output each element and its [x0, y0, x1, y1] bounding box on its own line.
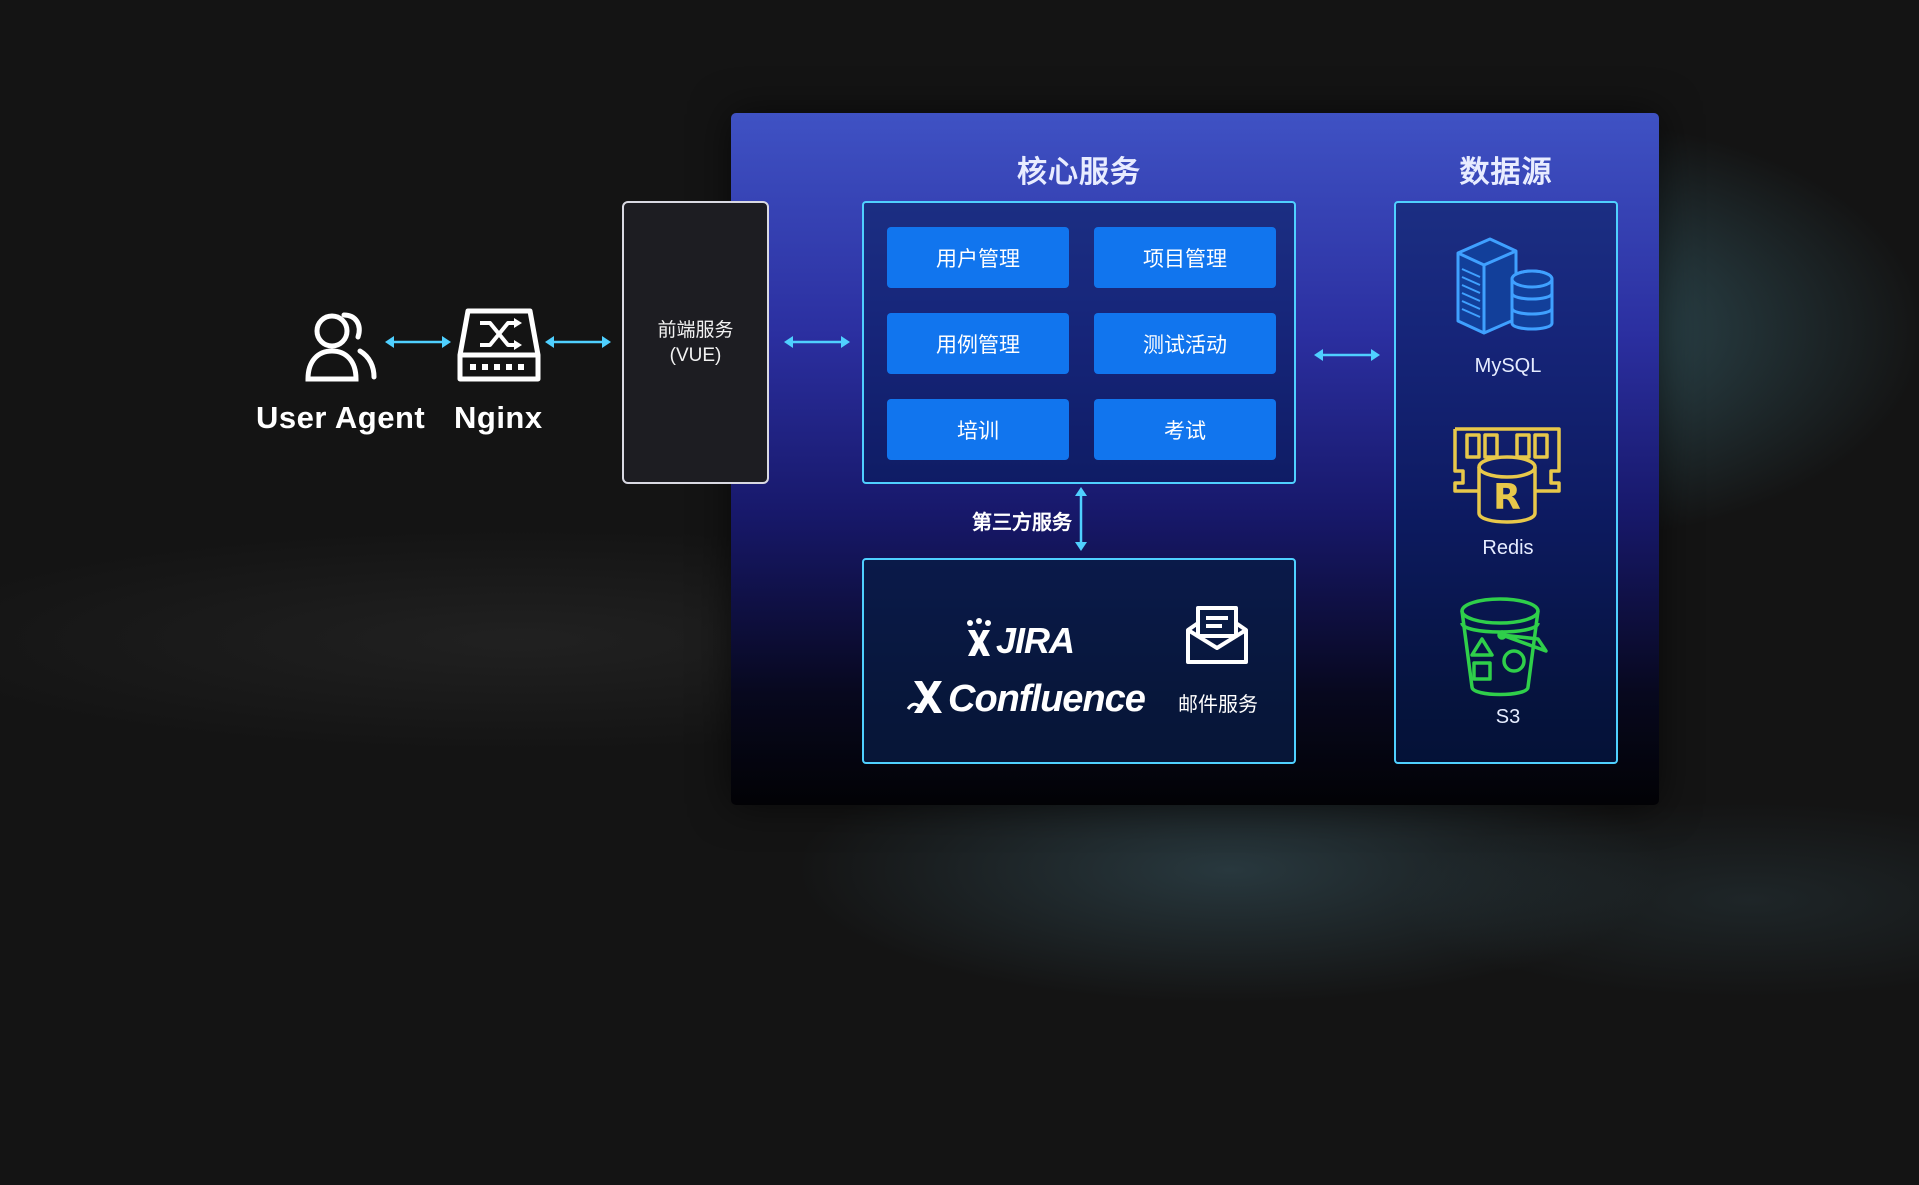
service-project-management: 项目管理 — [1094, 227, 1276, 288]
core-services-frame: 用户管理 项目管理 用例管理 测试活动 培训 考试 — [862, 201, 1296, 484]
user-agent-icon — [300, 305, 380, 390]
jira-logo: JIRA — [964, 618, 1075, 663]
third-party-frame: JIRA Confluence 邮件服务 — [862, 558, 1296, 764]
frontend-service-box: 前端服务 (VUE) — [622, 201, 769, 484]
arrow-nginx-frontend — [545, 334, 611, 350]
jira-icon — [964, 618, 994, 663]
third-party-label: 第三方服务 — [972, 512, 1072, 534]
arrow-frontend-core — [784, 334, 850, 350]
svg-text:R: R — [1493, 477, 1521, 518]
arrow-ua-nginx — [385, 334, 451, 350]
arrow-core-thirdparty — [1073, 487, 1089, 551]
mail-icon — [1184, 606, 1250, 671]
core-services-title: 核心服务 — [1017, 156, 1141, 189]
datasource-title: 数据源 — [1459, 156, 1553, 189]
arrow-core-datasource — [1314, 347, 1380, 363]
confluence-icon — [906, 679, 946, 720]
redis-label: Redis — [1482, 537, 1534, 559]
nginx-label: Nginx — [454, 400, 543, 435]
service-test-activity: 测试活动 — [1094, 313, 1276, 374]
service-exam: 考试 — [1094, 399, 1276, 460]
nginx-node: Nginx — [452, 305, 562, 435]
service-testcase-management: 用例管理 — [887, 313, 1069, 374]
mail-service-label: 邮件服务 — [1178, 694, 1258, 716]
s3-bucket-icon — [1458, 595, 1554, 704]
confluence-label: Confluence — [948, 678, 1146, 720]
confluence-logo: Confluence — [906, 678, 1146, 721]
s3-label: S3 — [1495, 706, 1521, 728]
service-user-management: 用户管理 — [887, 227, 1069, 288]
user-agent-label: User Agent — [256, 400, 426, 435]
nginx-router-icon — [456, 307, 542, 390]
frontend-service-title: 前端服务 — [657, 319, 734, 341]
datasource-frame: MySQL R Redis S3 — [1394, 201, 1618, 764]
user-agent-node: User Agent — [256, 305, 426, 435]
redis-icon: R — [1451, 425, 1563, 534]
mysql-label: MySQL — [1474, 355, 1542, 377]
jira-label: JIRA — [996, 619, 1075, 661]
service-training: 培训 — [887, 399, 1069, 460]
frontend-service-subtitle: (VUE) — [669, 344, 722, 366]
mysql-server-icon — [1454, 235, 1558, 344]
